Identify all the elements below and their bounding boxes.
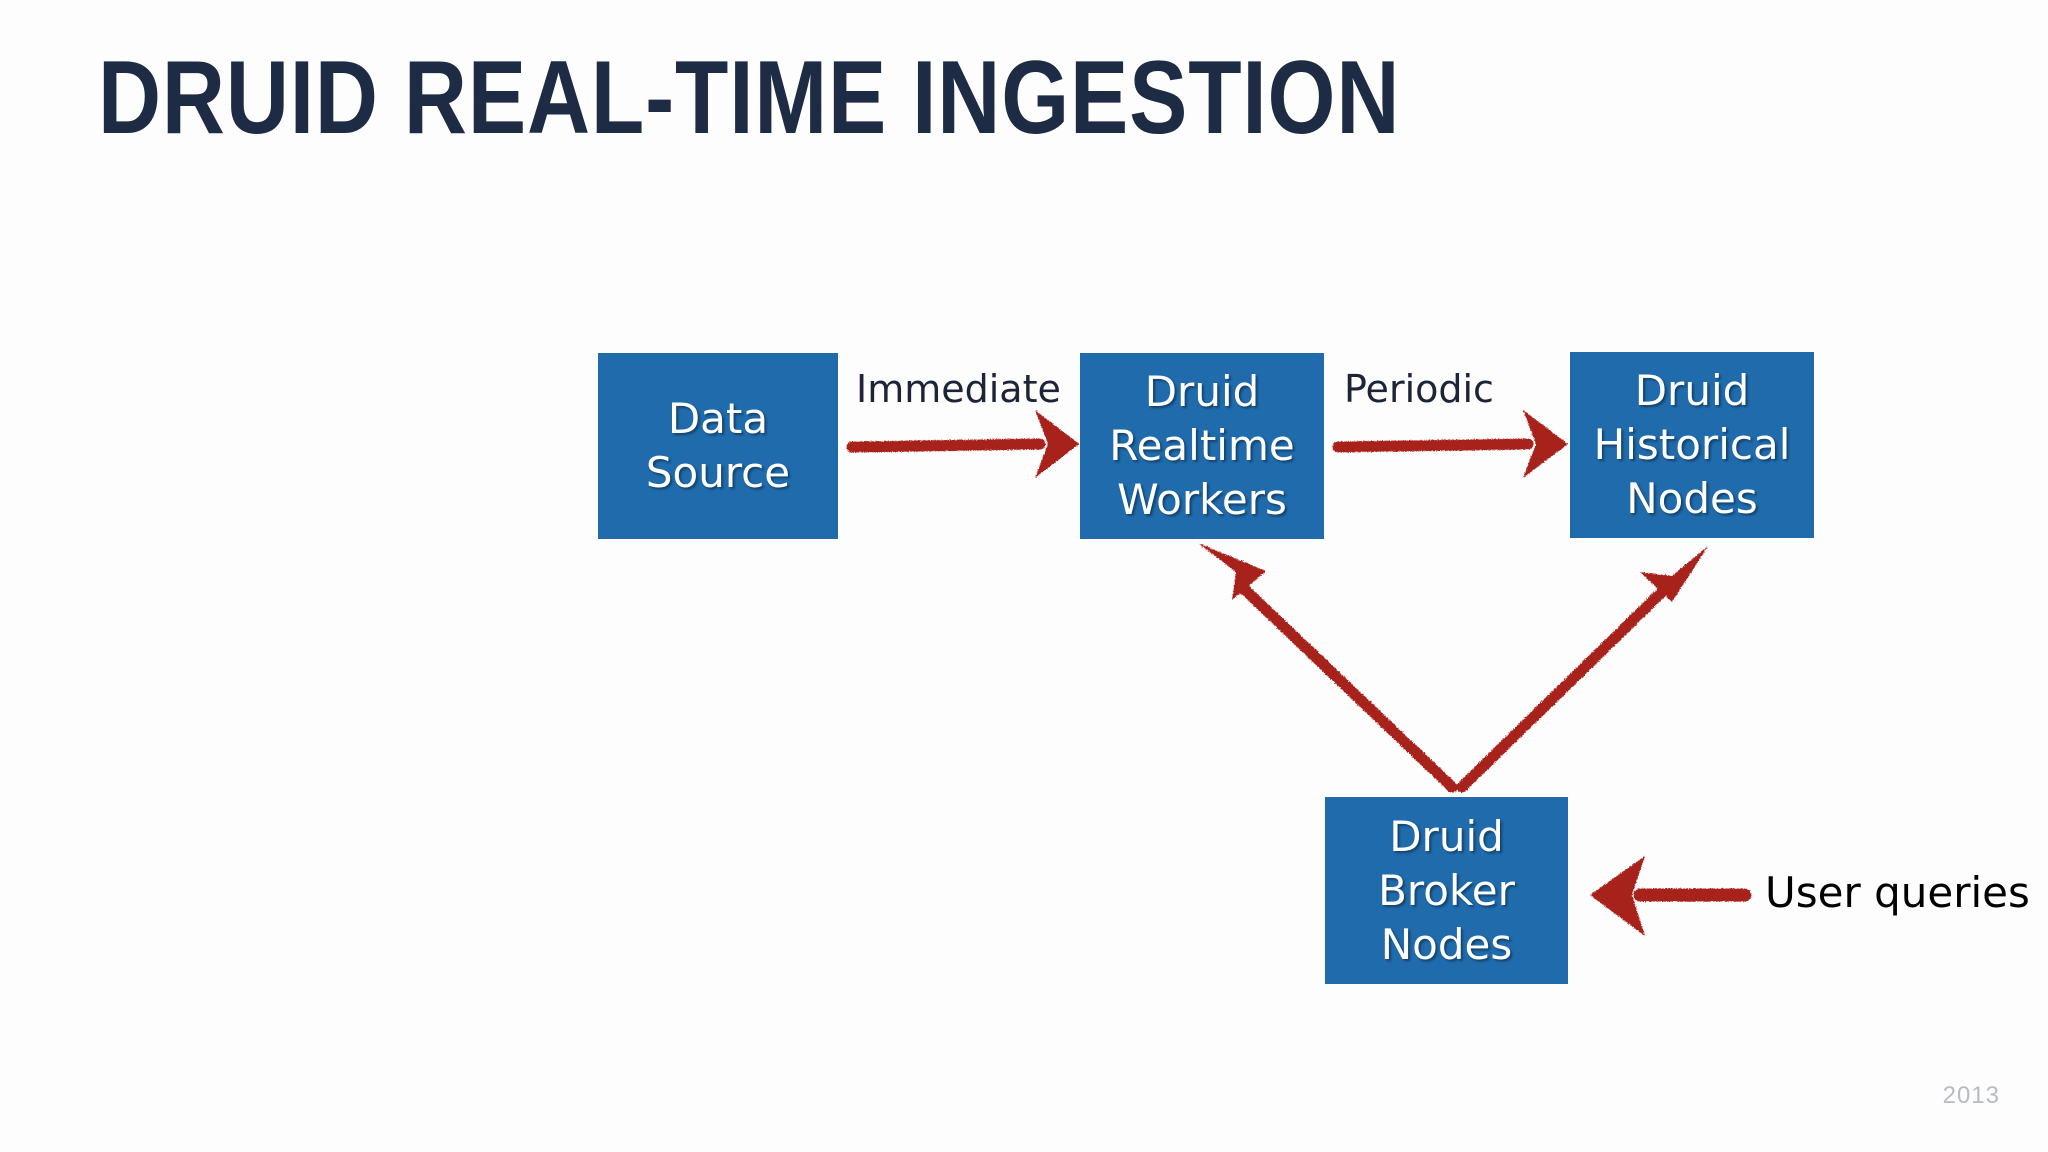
node-label-line: Druid [1634, 366, 1750, 415]
arrow-broker-to-realtime [1198, 543, 1458, 793]
node-druid-broker-nodes[interactable]: Druid Broker Nodes [1325, 797, 1568, 984]
page-title: DRUID REAL-TIME INGESTION [98, 40, 1401, 156]
node-label-line: Nodes [1380, 919, 1513, 969]
node-label-line: Druid [1389, 811, 1504, 861]
node-data-source[interactable]: Data Source [598, 353, 838, 539]
node-label-line: Source [645, 448, 791, 497]
edge-label-periodic: Periodic [1344, 367, 1494, 411]
node-label-line: Historical [1593, 420, 1791, 469]
footer-year: 2013 [1942, 1082, 2000, 1109]
arrow-broker-to-historical [1456, 546, 1708, 793]
node-label-line: Workers [1117, 475, 1287, 524]
node-label-line: Druid [1144, 367, 1260, 416]
node-druid-historical-nodes[interactable]: Druid Historical Nodes [1570, 352, 1814, 538]
arrow-data-source-to-realtime [846, 410, 1079, 478]
arrow-user-queries-to-broker [1590, 856, 1752, 936]
node-label-line: Nodes [1626, 474, 1758, 523]
edge-label-user-queries: User queries [1765, 868, 2030, 917]
node-label-line: Broker [1378, 865, 1515, 915]
node-druid-realtime-workers[interactable]: Druid Realtime Workers [1080, 353, 1324, 539]
edge-label-immediate: Immediate [856, 367, 1061, 411]
arrow-realtime-to-historical [1332, 410, 1568, 478]
node-label-line: Realtime [1109, 421, 1295, 470]
node-label-line: Data [667, 394, 769, 443]
